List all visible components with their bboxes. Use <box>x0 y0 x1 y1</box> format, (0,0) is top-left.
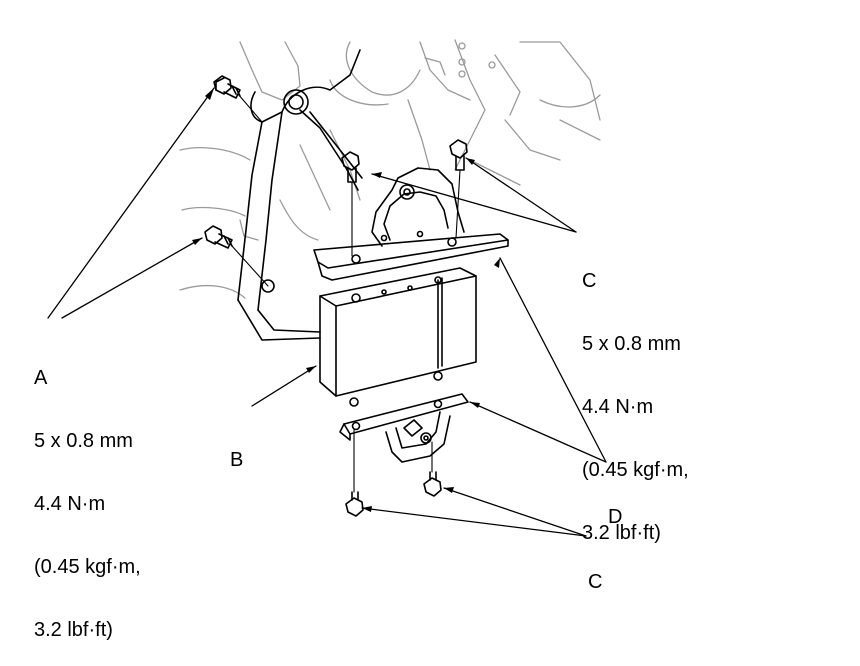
callout-c-upper: C 5 x 0.8 mm 4.4 N·m (0.45 kgf·m, 3.2 lb… <box>582 229 689 586</box>
bolt-c-lower-right <box>423 471 442 497</box>
bolt-a-lower <box>204 225 233 249</box>
callout-c-upper-size: 5 x 0.8 mm <box>582 333 681 355</box>
callout-d-letter: D <box>608 506 623 528</box>
callout-d: D <box>608 465 630 570</box>
callout-b-letter: B <box>230 449 244 471</box>
bolt-c-lower-left <box>345 491 364 517</box>
callout-a: A 5 x 0.8 mm 4.4 N·m (0.45 kgf·m, 3.2 lb… <box>34 326 141 666</box>
bolt-c-upper-alignment <box>351 169 461 257</box>
callout-c-lower-letter: C <box>588 571 603 593</box>
control-unit-b <box>319 267 477 407</box>
callout-c-upper-letter: C <box>582 270 597 292</box>
callout-a-torque-lbfft: 3.2 lbf·ft) <box>34 619 113 641</box>
callout-c-lower: C <box>588 530 610 635</box>
bolt-a-alignment-lines <box>231 93 269 287</box>
callout-a-size: 5 x 0.8 mm <box>34 430 133 452</box>
callout-a-letter: A <box>34 367 48 389</box>
callout-c-upper-torque-lbfft: 3.2 lbf·ft) <box>582 522 661 544</box>
bolt-a-upper <box>213 75 241 99</box>
callout-c-upper-torque-kgfm: (0.45 kgf·m, <box>582 459 689 481</box>
engine-compartment-background <box>179 39 601 299</box>
callout-a-torque-kgfm: (0.45 kgf·m, <box>34 556 141 578</box>
bracket-d-upper <box>313 167 509 281</box>
callout-a-torque-nm: 4.4 N·m <box>34 493 106 515</box>
callout-c-upper-torque-nm: 4.4 N·m <box>582 396 654 418</box>
bolt-c-lower-alignment <box>353 429 433 493</box>
bracket-d-lower <box>339 393 469 463</box>
bolt-c-upper-right <box>449 139 468 171</box>
leader-lines <box>47 87 607 537</box>
callout-b: B <box>230 408 252 513</box>
arrowheads <box>192 88 500 512</box>
mounting-bracket-structure <box>237 49 363 341</box>
